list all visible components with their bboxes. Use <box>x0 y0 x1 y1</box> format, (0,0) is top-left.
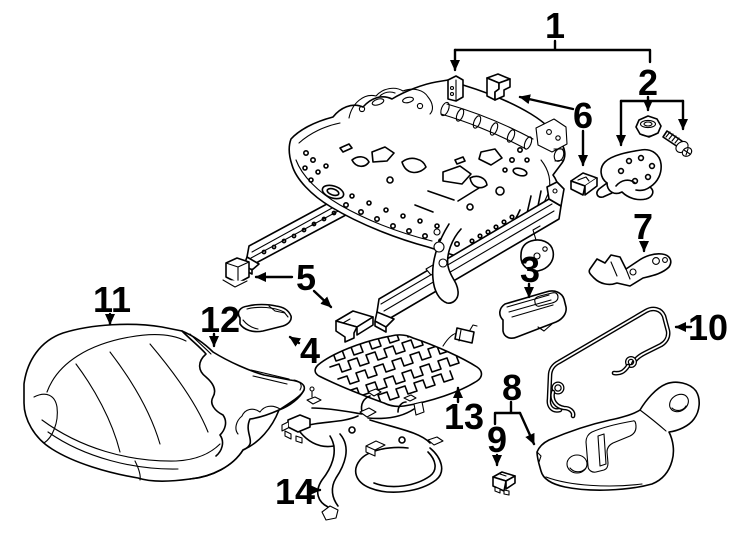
part-12-seat-pad-drawing <box>235 369 302 435</box>
callout-6[interactable]: 6 <box>518 94 593 167</box>
callout-1[interactable]: 1 <box>450 5 652 72</box>
callout-12-number[interactable]: 12 <box>200 299 240 340</box>
callout-10-number[interactable]: 10 <box>688 307 728 348</box>
callout-8[interactable]: 8 <box>493 367 536 446</box>
part-2-screw-drawing <box>662 130 693 157</box>
callout-7-number[interactable]: 7 <box>633 206 653 247</box>
part-3-trim-handle-drawing <box>499 290 567 339</box>
callout-13[interactable]: 13 <box>444 386 484 437</box>
callout-3-number[interactable]: 3 <box>520 249 540 290</box>
part-2-nut-drawing <box>635 115 662 138</box>
callout-11-number[interactable]: 11 <box>93 279 131 320</box>
callout-12[interactable]: 12 <box>200 299 240 348</box>
part-6-wedge-lower-drawing <box>570 172 598 196</box>
part-4-cover-drawing <box>237 303 292 333</box>
callout-8-number[interactable]: 8 <box>502 367 522 408</box>
callout-14[interactable]: 14 <box>275 471 322 512</box>
part-2-recliner-bracket-drawing <box>596 148 662 201</box>
callout-2[interactable]: 2 <box>616 62 688 147</box>
part-10-frame-wire-drawing <box>546 306 671 419</box>
part-5-clip-right-drawing <box>335 310 374 343</box>
callout-6-number[interactable]: 6 <box>573 95 593 136</box>
part-14-wiring-harness-drawing <box>281 386 444 521</box>
callout-3[interactable]: 3 <box>520 249 540 299</box>
part-5-clip-left-drawing <box>222 257 250 288</box>
callout-4[interactable]: 4 <box>288 330 320 371</box>
part-7-bracket-drawing <box>588 253 672 287</box>
callout-5-number[interactable]: 5 <box>296 257 316 298</box>
callout-9[interactable]: 9 <box>487 419 507 467</box>
callout-2-number[interactable]: 2 <box>638 62 658 103</box>
callout-13-number[interactable]: 13 <box>444 396 484 437</box>
callout-9-number[interactable]: 9 <box>487 419 507 460</box>
callout-4-number[interactable]: 4 <box>300 330 320 371</box>
part-8-side-valance-drawing <box>536 381 700 491</box>
callout-5[interactable]: 5 <box>254 257 333 309</box>
part-6-clip-upper-drawing <box>486 73 511 101</box>
callout-7[interactable]: 7 <box>633 206 653 253</box>
part-9-clip-drawing <box>492 471 516 496</box>
callout-1-number[interactable]: 1 <box>545 5 565 46</box>
part-1-seat-frame-assembly-drawing <box>243 75 568 333</box>
part-11-seat-cushion-cover-drawing <box>23 323 306 482</box>
callout-11[interactable]: 11 <box>93 279 131 326</box>
callout-14-number[interactable]: 14 <box>275 471 315 512</box>
callout-10[interactable]: 10 <box>674 307 728 348</box>
